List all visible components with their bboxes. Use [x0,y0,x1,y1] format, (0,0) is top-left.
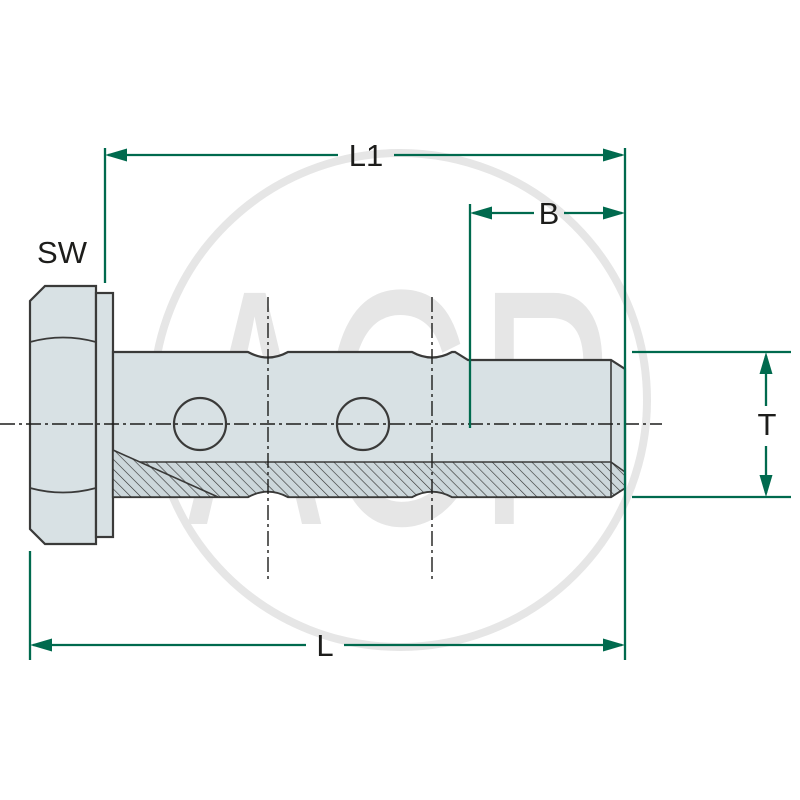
l1-arrow-right [603,148,625,162]
label-l: L [316,628,333,663]
cross-hole-right [335,396,391,452]
t-arrow-bottom [759,475,773,497]
center-lines [0,297,662,581]
b-arrow-left [470,206,492,220]
label-b: B [539,196,560,231]
cross-hole-left [172,396,228,452]
dimension-arrows [30,148,773,652]
b-arrow-right [603,206,625,220]
bolt-collar [94,291,115,539]
section-wedge-hatch [113,450,218,497]
section-band-hatch [113,462,625,497]
dimension-labels: SW L1 B T L [37,138,777,663]
l-arrow-right [603,638,625,652]
label-l1: L1 [349,138,383,173]
bolt-head-facet-line-bottom [29,487,97,494]
bolt-head [28,284,98,546]
label-sw: SW [37,235,88,270]
l-arrow-left [30,638,52,652]
label-t: T [758,407,777,442]
t-arrow-top [759,352,773,374]
bolt-head-facet-line-top [29,336,97,343]
l1-arrow-left [105,148,127,162]
